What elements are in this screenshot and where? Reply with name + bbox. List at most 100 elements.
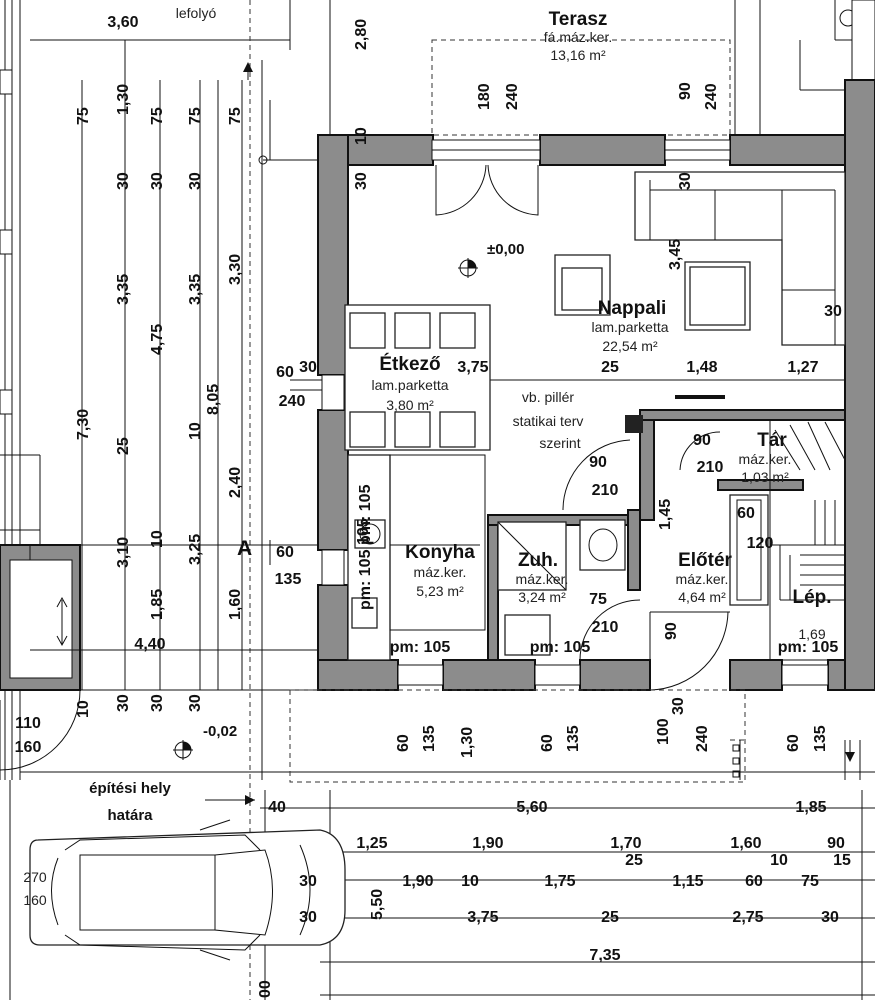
- terrace: [329, 0, 875, 136]
- room-finish-terasz: fá.máz.ker.: [544, 29, 612, 45]
- furniture: [344, 171, 846, 661]
- room-area-konyha: 5,23 m²: [416, 583, 464, 599]
- dim-label: 30: [149, 694, 166, 712]
- room-finish-nappali: lam.parketta: [591, 319, 668, 335]
- room-finish-etkezo: lam.parketta: [371, 377, 448, 393]
- dim-label: 3,60: [107, 14, 138, 31]
- room-name-etkezo: Étkező: [379, 353, 440, 375]
- room-name-nappali: Nappali: [598, 298, 667, 319]
- dim-label: 210: [592, 482, 619, 499]
- level-label-main: ±0,00: [487, 241, 524, 258]
- dim-label: 40: [268, 799, 286, 816]
- dim-label: 1,75: [544, 873, 575, 890]
- dim-label: 7,30: [75, 409, 92, 440]
- room-labels: Terasz fá.máz.ker. 13,16 m² Nappali lam.…: [371, 9, 831, 642]
- section-marker-label: A: [237, 537, 252, 560]
- dim-label: 135: [812, 725, 829, 752]
- dim-label: 3,45: [667, 239, 684, 270]
- dim-label: 120: [747, 535, 774, 552]
- pm-label: pm: 105: [390, 639, 451, 656]
- dim-label: 30: [353, 172, 370, 190]
- dim-label: 10: [461, 873, 479, 890]
- car-length-label: 270: [23, 869, 47, 885]
- dim-label: 30: [187, 694, 204, 712]
- dim-label: 1,45: [657, 499, 674, 530]
- pm-label: pm: 105: [357, 484, 374, 545]
- room-area-nappali: 22,54 m²: [602, 338, 658, 354]
- room-area-terasz: 13,16 m²: [550, 47, 606, 63]
- room-finish-tar: máz.ker.: [739, 451, 792, 467]
- room-name-lep: Lép.: [792, 587, 831, 608]
- notes: lefolyó vb. pillér statikai terv szerint…: [89, 5, 583, 824]
- dim-label: 3,35: [115, 274, 132, 305]
- dim-label: 75: [75, 107, 92, 125]
- pm-label: pm: 105: [778, 639, 839, 656]
- pillar-note-line1: vb. pillér: [522, 389, 574, 405]
- dim-label: 3,75: [467, 909, 498, 926]
- dim-label: 60: [395, 734, 412, 752]
- dim-label: 30: [821, 909, 839, 926]
- dim-label: 5,60: [516, 799, 547, 816]
- dim-label: 10: [770, 852, 788, 869]
- dim-label: 30: [187, 172, 204, 190]
- dim-label: 135: [275, 571, 302, 588]
- dim-label: 135: [565, 725, 582, 752]
- dim-label: 1,60: [227, 589, 244, 620]
- dim-label: 3,25: [187, 534, 204, 565]
- staircase: [769, 419, 846, 661]
- dim-label: 60: [276, 364, 294, 381]
- dim-label: 2,75: [732, 909, 763, 926]
- dim-label: 2,40: [227, 467, 244, 498]
- room-name-eloter: Előtér: [678, 550, 732, 571]
- dim-label: 15: [833, 852, 851, 869]
- dim-label: 60: [745, 873, 763, 890]
- build-area-label-line2: határa: [107, 807, 153, 824]
- dim-label: 75: [227, 107, 244, 125]
- dim-label: 1,30: [459, 727, 476, 758]
- dim-label: 1,27: [787, 359, 818, 376]
- room-area-eloter: 4,64 m²: [678, 589, 726, 605]
- pm-label: pm: 105: [357, 549, 374, 610]
- dims-bottom-horizontal: 40 5,60 1,85 1,25 1,90 1,70 1,60 90 25 1…: [268, 799, 851, 964]
- level-marker: [173, 258, 478, 760]
- dim-label: 210: [592, 619, 619, 636]
- dim-label: 75: [589, 591, 607, 608]
- walls: [317, 79, 875, 691]
- dim-label: 25: [115, 437, 132, 455]
- dim-label: 30: [670, 697, 687, 715]
- dim-label: 30: [677, 172, 694, 190]
- room-area-lep: 1,69: [798, 626, 825, 642]
- car-dims: 270 160: [23, 869, 47, 908]
- dim-label: 75: [801, 873, 819, 890]
- dim-label: 1,25: [356, 835, 387, 852]
- dim-label: 30: [299, 909, 317, 926]
- dim-label: 90: [827, 835, 845, 852]
- dim-label: 135: [421, 725, 438, 752]
- drain-label: lefolyó: [176, 5, 217, 21]
- car-width-label: 160: [23, 892, 47, 908]
- dim-label: 25: [601, 909, 619, 926]
- room-name-tar: Tár: [757, 430, 787, 451]
- room-area-zuh: 3,24 m²: [518, 589, 566, 605]
- parapet-height-labels: pm: 105 pm: 105 pm: 105 pm: 105 pm: 105: [357, 484, 838, 656]
- pillar-note-line3: szerint: [539, 435, 580, 451]
- dim-label: 100: [655, 718, 672, 745]
- dim-label: 1,90: [472, 835, 503, 852]
- dim-label: 210: [697, 459, 724, 476]
- dim-label: 1,90: [402, 873, 433, 890]
- dim-label: 25: [601, 359, 619, 376]
- room-name-zuh: Zuh.: [518, 550, 558, 571]
- build-area-label-line1: építési hely: [89, 780, 171, 797]
- dim-label: 240: [504, 83, 521, 110]
- dim-label: 3,75: [457, 359, 488, 376]
- dim-label: 30: [115, 694, 132, 712]
- room-name-konyha: Konyha: [405, 542, 475, 563]
- left-grid: [0, 0, 320, 1000]
- dim-label: 110: [15, 715, 41, 732]
- entrance-area: [264, 689, 863, 1000]
- dim-label: 180: [476, 83, 493, 110]
- dim-label: 3,30: [227, 254, 244, 285]
- dim-label: 30: [299, 873, 317, 890]
- doors: [435, 164, 730, 691]
- dim-label: 1,30: [115, 84, 132, 115]
